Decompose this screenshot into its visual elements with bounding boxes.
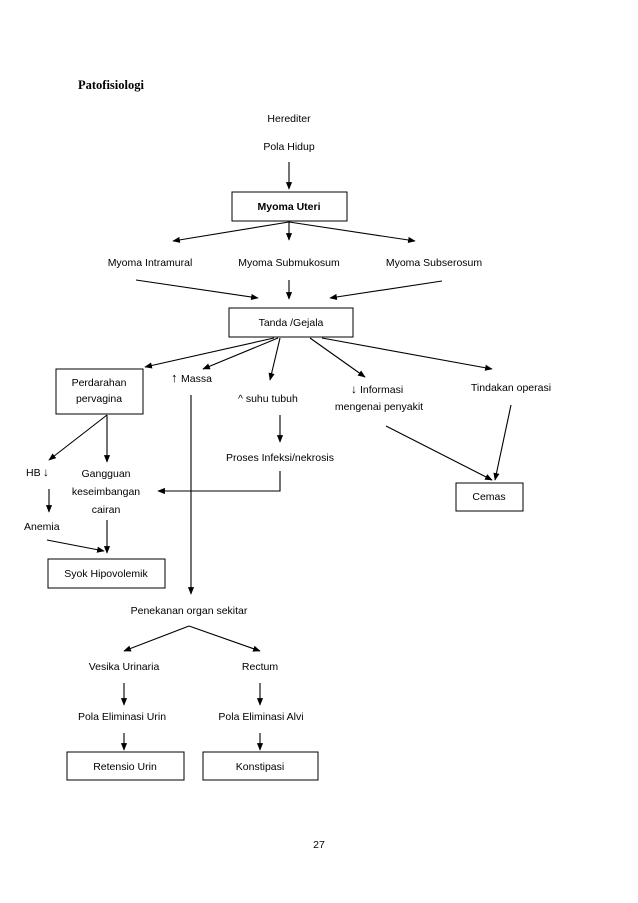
suhu-tubuh-label: ^ suhu tubuh: [238, 393, 298, 405]
arrow-tindakan-to-cemas: [493, 404, 512, 481]
hb-down-arrow-icon: ↓: [43, 465, 49, 479]
konstipasi-box: [202, 751, 319, 781]
arrow-perdarahan-to-hb: [48, 414, 108, 461]
vesika-urinaria-label: Vesika Urinaria: [89, 661, 160, 673]
gangguan-line3: cairan: [92, 504, 121, 516]
arrow-to-suhu: [268, 337, 281, 381]
anemia-label: Anemia: [24, 521, 60, 533]
retensio-urin-box: [66, 751, 185, 781]
arrow-to-vesika: [123, 625, 190, 652]
type-submukosum: Myoma Submukosum: [238, 257, 340, 269]
cemas-label: Cemas: [472, 491, 505, 503]
proses-infeksi-label: Proses Infeksi/nekrosis: [226, 452, 334, 464]
syok-hipovolemik-label: Syok Hipovolemik: [64, 568, 148, 580]
arrow-to-perdarahan: [144, 337, 275, 369]
down-arrow-icon: ↓: [351, 382, 357, 396]
cause-pola-hidup: Pola Hidup: [263, 141, 315, 153]
informasi-line1: Informasi: [360, 384, 403, 396]
perdarahan-line2: pervagina: [76, 393, 122, 405]
arrow-to-subserosum: [288, 221, 416, 244]
arrow-to-rectum: [188, 625, 261, 652]
page-number: 27: [313, 839, 325, 851]
myoma-uteri-label: Myoma Uteri: [257, 201, 320, 213]
perdarahan-line1: Perdarahan: [72, 377, 127, 389]
tanda-gejala-box: [228, 307, 354, 338]
eliminasi-alvi-label: Pola Eliminasi Alvi: [218, 711, 303, 723]
arrow-to-intramural: [172, 221, 290, 243]
page-title: Patofisiologi: [78, 78, 144, 92]
gangguan-line2: keseimbangan: [72, 486, 140, 498]
tindakan-operasi-label: Tindakan operasi: [471, 382, 551, 394]
tanda-gejala-label: Tanda /Gejala: [259, 317, 324, 329]
penekanan-label: Penekanan organ sekitar: [131, 605, 248, 617]
arrow-informasi-to-cemas: [385, 425, 493, 481]
perdarahan-box: [55, 368, 144, 415]
cemas-box: [455, 482, 524, 512]
gangguan-line1: Gangguan: [81, 468, 130, 480]
myoma-uteri-box: [231, 191, 348, 222]
arrow-to-massa: [202, 337, 279, 370]
type-subserosum: Myoma Subserosum: [386, 257, 483, 269]
informasi-line2: mengenai penyakit: [335, 401, 423, 413]
konstipasi-label: Konstipasi: [236, 761, 284, 773]
hb-label: HB: [26, 467, 41, 479]
up-arrow-icon: ↑: [171, 370, 178, 385]
arrow-anemia-to-syok: [46, 539, 105, 553]
arrow-intramural-to-gejala: [135, 279, 259, 301]
eliminasi-urin-label: Pola Eliminasi Urin: [78, 711, 166, 723]
arrow-to-informasi: [309, 337, 366, 378]
cause-herediter: Herediter: [267, 113, 311, 125]
arrow-to-tindakan: [321, 337, 493, 371]
type-intramural: Myoma Intramural: [108, 257, 193, 269]
rectum-label: Rectum: [242, 661, 278, 673]
arrow-proses-to-gangguan: [157, 471, 281, 495]
massa-label: Massa: [181, 373, 212, 385]
arrow-subserosum-to-gejala: [329, 280, 443, 301]
retensio-urin-label: Retensio Urin: [93, 761, 157, 773]
syok-hipovolemik-box: [47, 558, 166, 589]
